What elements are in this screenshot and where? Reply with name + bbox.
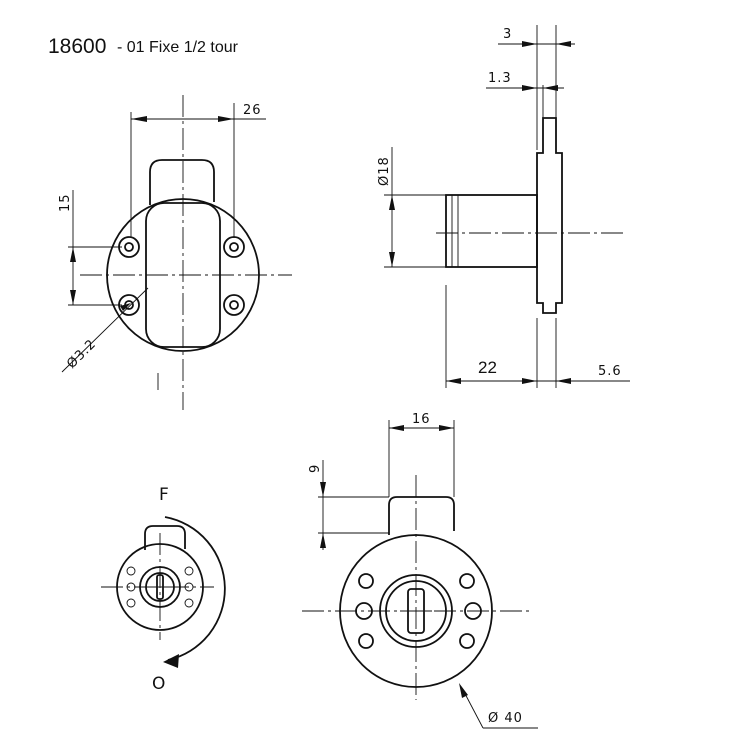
bottom-view: 16 9 Ø 40	[302, 412, 538, 729]
side-view: 3 1.3 Ø18 22 5.6	[377, 25, 630, 388]
front-view: 26 15 Ø3.2	[58, 95, 292, 410]
rotation-open-label: O	[152, 674, 165, 694]
side-body-diameter-label: Ø18	[377, 156, 392, 186]
side-body	[445, 194, 538, 268]
front-width-label: 26	[243, 103, 262, 118]
side-flange-label: 3	[503, 27, 512, 42]
rotation-bolt	[144, 525, 186, 550]
rotation-arc	[164, 516, 226, 661]
front-mounting-holes	[118, 236, 245, 316]
title-suffix: - 01 Fixe 1/2 tour	[117, 39, 239, 56]
rotation-view: F O	[101, 485, 226, 694]
drawing-title: 18600 - 01 Fixe 1/2 tour	[48, 35, 239, 58]
front-bolt	[149, 159, 215, 205]
bottom-bolt	[388, 496, 455, 535]
side-flange	[536, 117, 563, 314]
bottom-diameter-label: Ø 40	[488, 711, 523, 726]
bottom-width-label: 16	[412, 412, 431, 427]
hole-diameter-label: Ø3.2	[64, 337, 99, 372]
front-height-label: 15	[58, 193, 73, 212]
title-code: 18600	[48, 35, 106, 58]
side-plate-label: 1.3	[488, 71, 512, 86]
rotation-closed-label: F	[159, 485, 169, 505]
side-depth-label: 5.6	[598, 364, 622, 379]
side-body-length-label: 22	[478, 358, 497, 377]
bottom-height-label: 9	[308, 464, 323, 473]
